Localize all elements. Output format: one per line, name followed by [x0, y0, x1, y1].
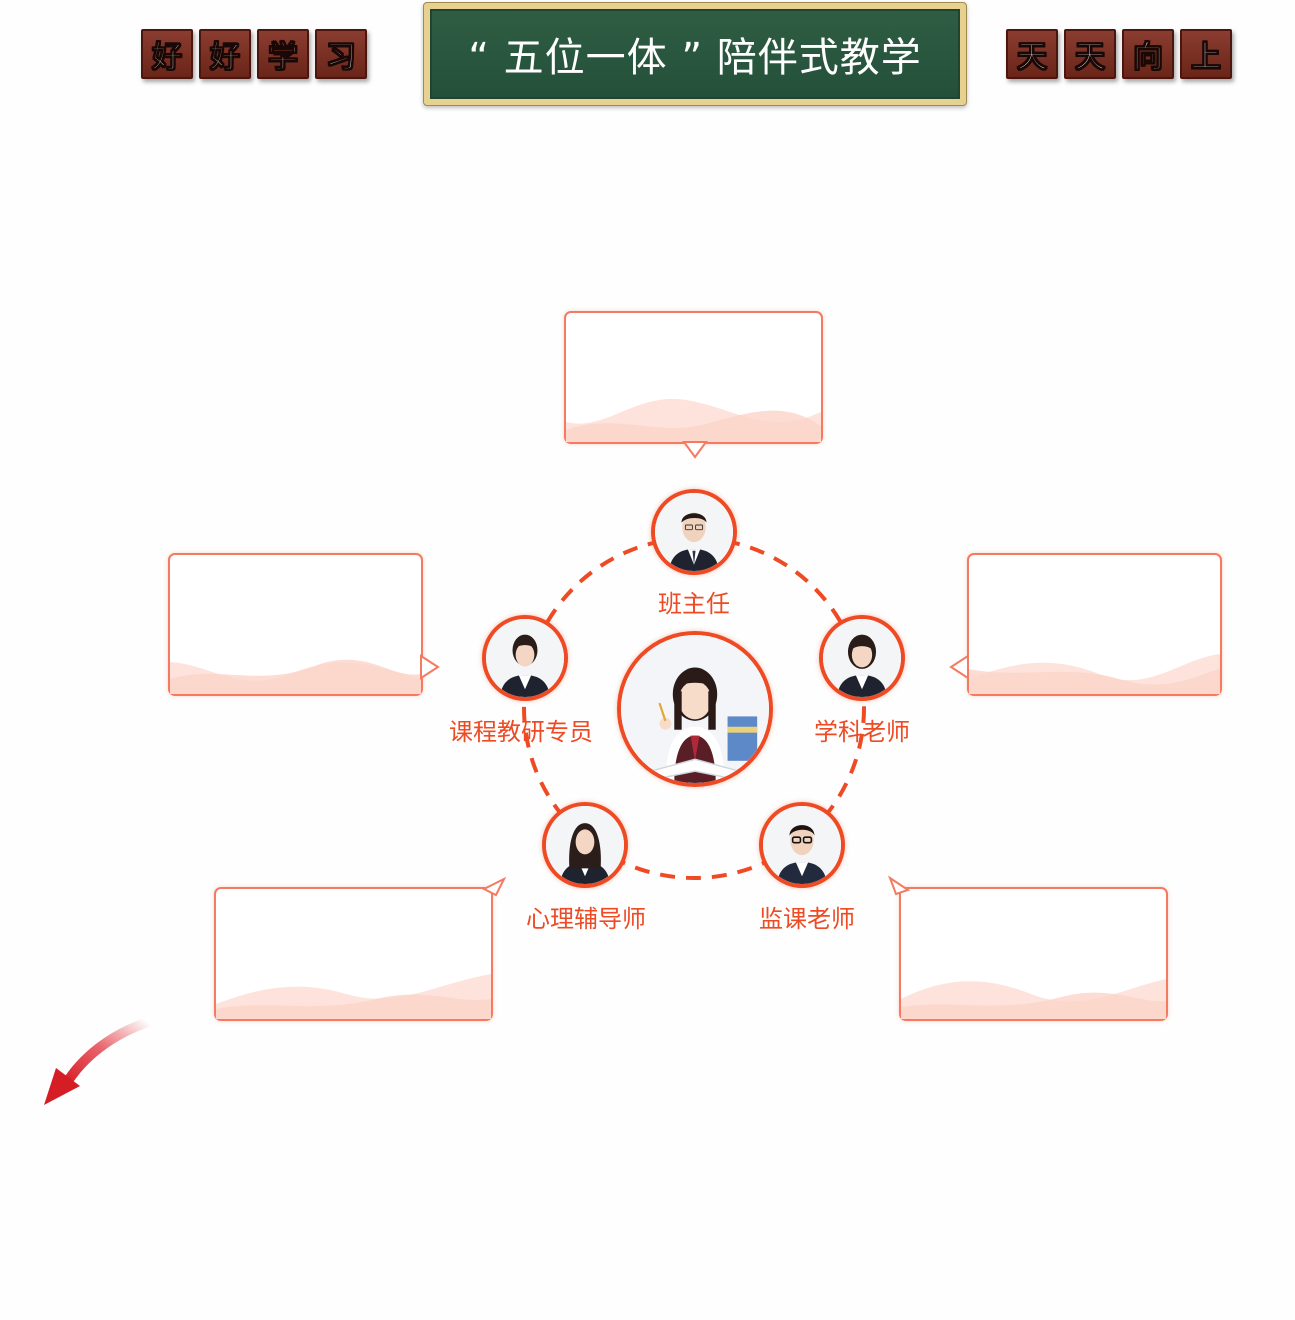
female-researcher-avatar-icon: [482, 615, 568, 701]
student-portrait: [621, 635, 769, 783]
header-tile: 向: [1122, 29, 1174, 79]
callout-box-counselor: [214, 887, 493, 1021]
header-tile: 天: [1064, 29, 1116, 79]
wave-decoration: [170, 659, 421, 694]
role-label-counselor: 心理辅导师: [526, 905, 646, 933]
header-tile: 上: [1180, 29, 1232, 79]
male-teacher-glasses-avatar-icon: [759, 802, 845, 888]
wave-decoration: [216, 974, 491, 1019]
role-label-research: 课程教研专员: [449, 718, 593, 746]
role-label-supervisor: 监课老师: [759, 905, 855, 933]
research-portrait: [486, 619, 564, 697]
callout-tail: [481, 876, 507, 897]
callout-tail: [420, 654, 440, 680]
header-tile: 习: [315, 29, 367, 79]
counselor-portrait: [546, 806, 624, 884]
wave-decoration: [969, 654, 1220, 694]
header-tile: 学: [257, 29, 309, 79]
header-tile: 好: [199, 29, 251, 79]
header-right-tiles: 天 天 向 上: [1006, 29, 1232, 79]
subject-teacher-portrait: [823, 619, 901, 697]
female-counselor-avatar-icon: [542, 802, 628, 888]
callout-box-supervisor: [899, 887, 1168, 1021]
homeroom-portrait: [655, 493, 733, 571]
female-teacher-avatar-icon: [819, 615, 905, 701]
callout-box-subject: [967, 553, 1222, 696]
callout-tail: [682, 441, 708, 459]
male-teacher-avatar-icon: [651, 489, 737, 575]
header-left-tiles: 好 好 学 习: [141, 29, 367, 79]
page-title: “ 五位一体 ” 陪伴式教学: [430, 9, 960, 99]
header-tile: 好: [141, 29, 193, 79]
callout-tail: [949, 654, 969, 680]
chalkboard-title: “ 五位一体 ” 陪伴式教学: [423, 2, 967, 106]
wave-decoration: [901, 979, 1166, 1019]
header-tile: 天: [1006, 29, 1058, 79]
role-label-homeroom: 班主任: [658, 590, 730, 618]
curved-arrow-icon: [44, 1017, 153, 1105]
wave-decoration: [566, 398, 821, 442]
student-reading-icon: [617, 631, 773, 787]
callout-box-research: [168, 553, 423, 696]
callout-box-homeroom: [564, 311, 823, 444]
supervisor-portrait: [763, 806, 841, 884]
role-label-subject: 学科老师: [814, 718, 910, 746]
callout-tail: [887, 875, 911, 896]
